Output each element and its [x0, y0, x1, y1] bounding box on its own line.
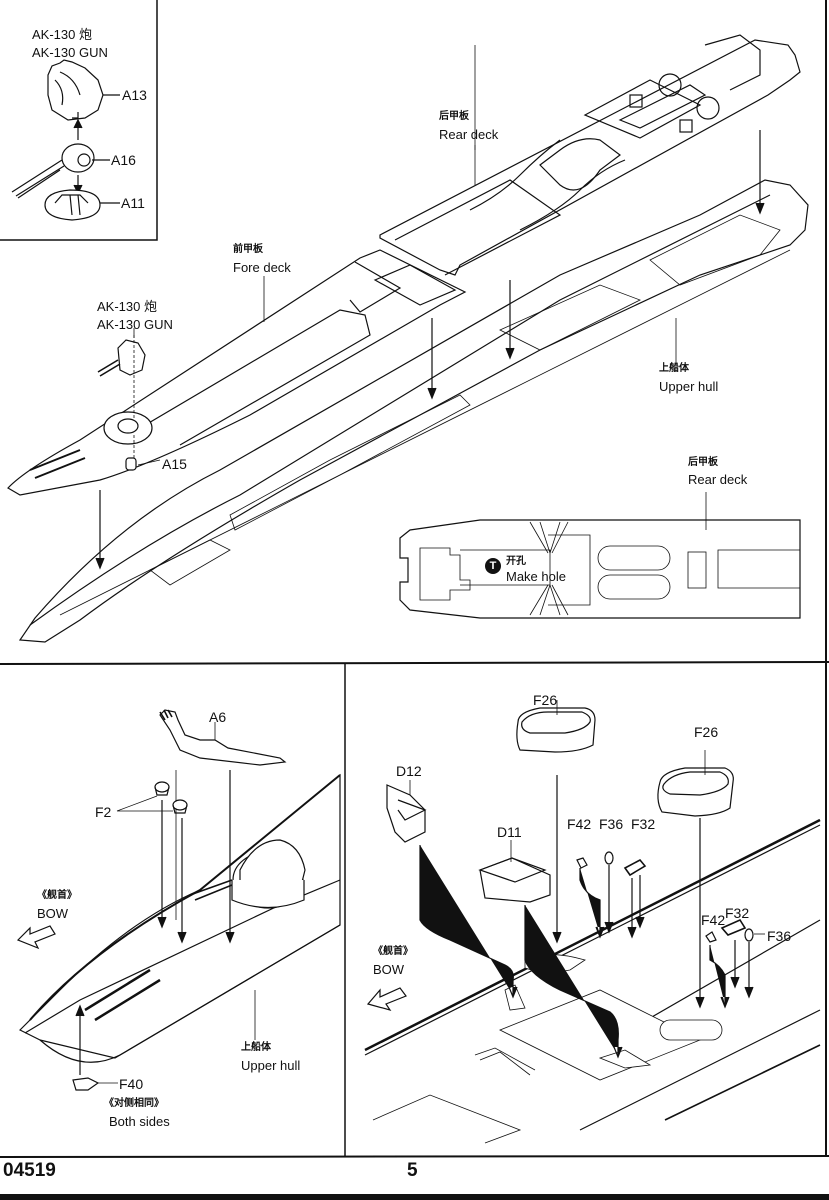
inset-title-cn: AK-130 炮	[32, 27, 92, 42]
arrow-fore-to-hull-2	[427, 318, 437, 400]
upper-hull-label-en: Upper hull	[659, 379, 719, 394]
bow-label-left-cn: 《舰首》	[37, 890, 77, 901]
midship-detail	[364, 818, 821, 1144]
part-label-f26-b: F26	[694, 724, 719, 740]
part-label-f32-b: F32	[725, 905, 750, 921]
arrow-rear-to-hull-1	[505, 280, 515, 360]
upper-hull-top	[18, 179, 809, 643]
gun-label-en: AK-130 GUN	[97, 317, 173, 332]
d11-part	[478, 840, 623, 1059]
rear-deck-label-en: Rear deck	[439, 127, 499, 142]
bow-detail	[18, 773, 341, 1063]
rear-deck-label-cn: 后甲板	[439, 111, 469, 122]
part-label-f42-a: F42	[567, 816, 592, 832]
arrow-fore-to-hull-1	[95, 490, 105, 570]
small-fittings-1	[576, 851, 647, 939]
fore-deck	[7, 249, 467, 496]
fore-deck-label-cn: 前甲板	[233, 244, 263, 255]
both-sides-en: Both sides	[109, 1114, 170, 1129]
part-label-f26-a: F26	[533, 692, 558, 708]
part-label-f2: F2	[95, 804, 112, 820]
product-code: 04519	[3, 1160, 56, 1181]
rear-deck-plan-label-cn: 后甲板	[688, 457, 718, 468]
part-label-f36-a: F36	[599, 816, 624, 832]
part-label-f36-b: F36	[767, 928, 792, 944]
bow-label-right-cn: 《舰首》	[373, 946, 413, 957]
f2-parts	[116, 781, 188, 944]
inset-gun-parts	[11, 59, 120, 221]
both-sides-cn: 《对侧相同》	[104, 1098, 164, 1109]
inset-frame	[0, 0, 158, 241]
part-label-a15: A15	[162, 456, 187, 472]
upper-hull-bottom-label-cn: 上船体	[241, 1042, 271, 1053]
a6-part	[159, 709, 287, 944]
arrow-a13	[73, 118, 83, 140]
page-number: 5	[407, 1160, 418, 1181]
bow-arrow-left	[16, 925, 56, 950]
part-label-a11: A11	[121, 195, 145, 211]
f26-parts	[516, 700, 734, 1009]
make-hole-cn: 开孔	[506, 556, 526, 567]
part-label-f40: F40	[119, 1076, 144, 1092]
small-fittings-2	[705, 918, 765, 1009]
bow-label-right-en: BOW	[373, 962, 405, 977]
make-hole-en: Make hole	[506, 569, 566, 584]
rear-deck-top	[379, 34, 801, 276]
part-label-d12: D12	[396, 763, 422, 779]
part-label-f32-a: F32	[631, 816, 656, 832]
bow-arrow-right	[366, 987, 407, 1012]
gun-fore	[97, 335, 161, 471]
upper-hull-label-cn: 上船体	[659, 363, 689, 374]
part-label-d11: D11	[497, 824, 522, 840]
f40-part	[72, 1004, 118, 1091]
inset-title-en: AK-130 GUN	[32, 45, 108, 60]
bow-label-left-en: BOW	[37, 906, 69, 921]
d12-part	[386, 780, 518, 999]
bottom-frame	[0, 1155, 829, 1158]
rear-deck-plan	[399, 519, 801, 619]
rear-deck-plan-label-en: Rear deck	[688, 472, 748, 487]
part-label-a6: A6	[209, 709, 227, 725]
fore-deck-label-en: Fore deck	[233, 260, 291, 275]
part-label-a13: A13	[122, 87, 147, 103]
part-label-a16: A16	[111, 152, 136, 168]
make-hole-icon: T	[485, 558, 501, 574]
upper-hull-bottom-label-en: Upper hull	[241, 1058, 301, 1073]
arrow-rear-to-hull-2	[755, 130, 765, 215]
gun-label-cn: AK-130 炮	[97, 299, 157, 314]
part-label-f42-b: F42	[701, 912, 726, 928]
section-divider-horizontal	[0, 661, 829, 665]
